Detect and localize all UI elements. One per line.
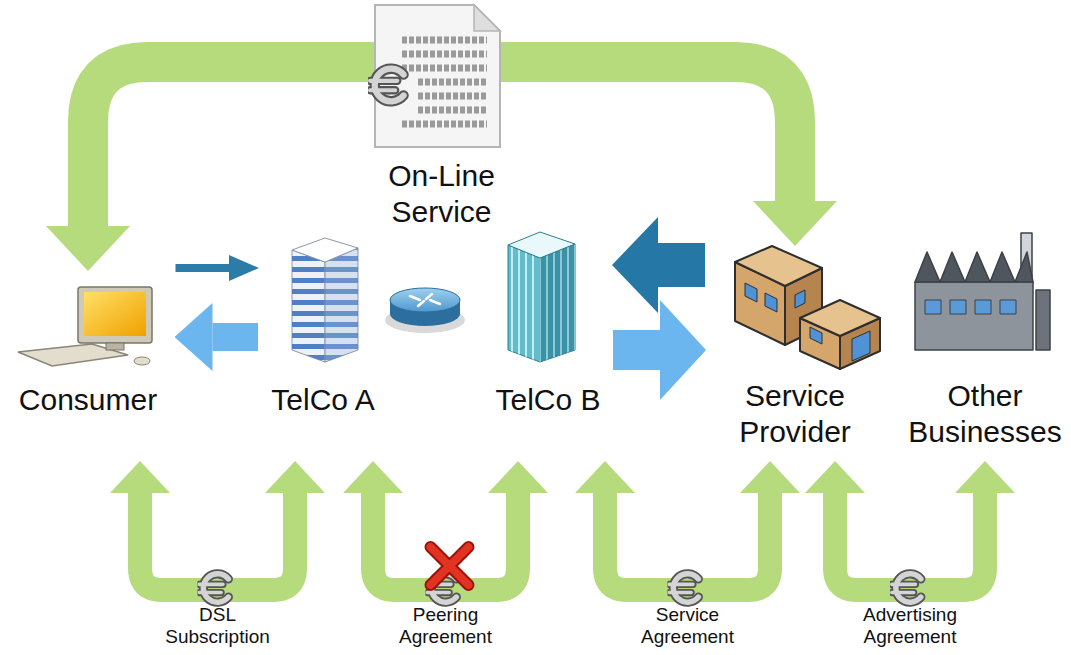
computer-icon (18, 287, 152, 366)
building-icon (292, 238, 358, 362)
node-label-box: TelCo B (483, 225, 613, 462)
edge-label: Service Agreement (625, 604, 750, 648)
flow-arrow (176, 264, 230, 272)
euro-symbol (199, 574, 228, 602)
node-name: Consumer (1, 382, 176, 418)
node-name: TelCo A (258, 382, 388, 418)
euro-symbol (370, 69, 403, 102)
edge-label: DSL Subscription (155, 604, 280, 648)
node-label-box: Service Provider (705, 245, 885, 462)
flow-arrow (658, 243, 705, 287)
node-name: Other Businesses (900, 378, 1070, 450)
flow-arrow (213, 323, 259, 351)
flow-arrow (373, 493, 518, 590)
euro-symbol (892, 574, 921, 602)
node-label-box: Other Businesses (900, 228, 1070, 462)
edge-label: Advertising Agreement (848, 604, 973, 648)
node-label-box: TelCo A (258, 232, 388, 462)
building-icon (508, 232, 575, 362)
house-icon (735, 246, 880, 369)
node-name: Service Provider (705, 378, 885, 450)
document-icon (370, 5, 500, 147)
node-label-box: Consumer (1, 270, 176, 462)
euro-symbol (669, 574, 698, 602)
flow-arrow (613, 330, 660, 370)
router-icon (385, 288, 465, 333)
edge-label: On-Line Service (367, 158, 517, 230)
node-name: TelCo B (483, 382, 613, 418)
factory-icon (915, 233, 1050, 350)
edge-label: Peering Agreement (383, 604, 508, 648)
cross-mark (431, 547, 469, 585)
